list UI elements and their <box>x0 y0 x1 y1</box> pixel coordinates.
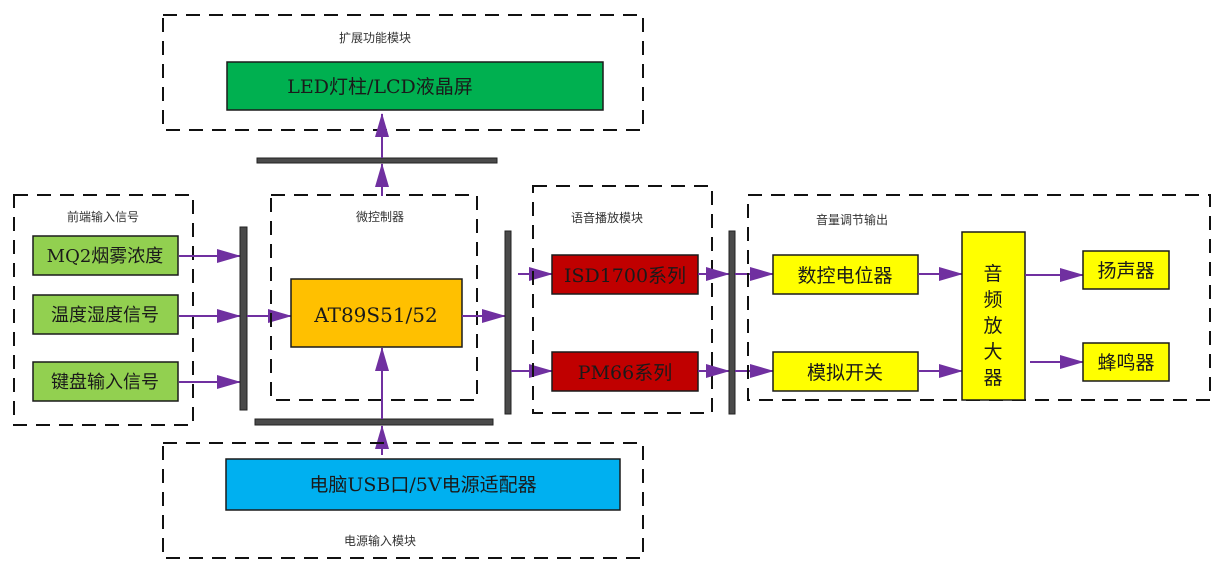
input-block-temp-humidity-label: 温度湿度信号 <box>51 305 159 326</box>
speaker-block <box>1082 250 1170 290</box>
voice-module: 语音播放模块 ISD1700系列 PM66系列 <box>532 185 713 414</box>
input-block-keyboard <box>32 361 179 402</box>
power-module: 电脑USB口/5V电源适配器 电源输入模块 <box>162 442 644 559</box>
voice-module-title: 语音播放模块 <box>571 210 643 225</box>
audio-amplifier-label-5: 器 <box>983 367 1002 389</box>
top-bus-bar <box>256 157 498 164</box>
mcu-chip-label: AT89S51/52 <box>313 303 437 327</box>
analog-switch-label: 模拟开关 <box>807 362 883 384</box>
power-module-border <box>162 442 644 559</box>
input-block-smoke <box>32 235 179 276</box>
display-block-label: LED灯柱/LCD液晶屏 <box>287 76 473 98</box>
buzzer-label: 蜂鸣器 <box>1097 352 1154 374</box>
audio-amplifier-label-2: 频 <box>983 289 1002 311</box>
display-block <box>226 61 604 111</box>
bottom-bus-bar <box>254 418 494 426</box>
voice-chip-isd1700 <box>551 254 699 295</box>
buzzer-block <box>1082 342 1170 382</box>
input-block-smoke-label: MQ2烟雾浓度 <box>47 246 164 267</box>
audio-amplifier-label-1: 音 <box>983 263 1002 285</box>
input-block-temp-humidity <box>32 294 179 335</box>
mcu-module-border <box>270 194 478 401</box>
left-bus-bar <box>239 226 248 411</box>
mcu-module: 微控制器 AT89S51/52 <box>270 194 478 401</box>
mid-bus-bar <box>504 230 512 415</box>
voice-module-border <box>532 185 713 414</box>
voice-chip-pm66 <box>551 351 699 392</box>
digital-potentiometer-label: 数控电位器 <box>797 265 892 287</box>
power-source-block <box>225 458 621 511</box>
input-block-keyboard-label: 键盘输入信号 <box>51 372 159 393</box>
audio-amplifier-label-3: 放 <box>983 315 1002 337</box>
mcu-module-title: 微控制器 <box>356 210 404 224</box>
power-module-title: 电源输入模块 <box>344 533 416 548</box>
digital-potentiometer-block <box>772 254 919 295</box>
voice-chip-pm66-label: PM66系列 <box>578 362 672 384</box>
extension-module-border <box>162 14 644 131</box>
power-source-label: 电脑USB口/5V电源适配器 <box>309 474 536 496</box>
audio-amplifier-label-4: 大 <box>983 341 1002 363</box>
voice-chip-isd1700-label: ISD1700系列 <box>564 265 686 287</box>
audio-amplifier-block <box>961 231 1026 401</box>
volume-module-title: 音量调节输出 <box>816 212 888 227</box>
speaker-label: 扬声器 <box>1097 260 1154 282</box>
extension-module-title: 扩展功能模块 <box>339 31 411 45</box>
frontend-module: 前端输入信号 MQ2烟雾浓度 温度湿度信号 键盘输入信号 <box>13 194 194 426</box>
extension-module: 扩展功能模块 LED灯柱/LCD液晶屏 <box>162 14 644 131</box>
frontend-module-border <box>13 194 194 426</box>
volume-module: 音量调节输出 数控电位器 模拟开关 音 频 放 大 器 扬声器 蜂鸣器 <box>747 194 1211 401</box>
frontend-module-title: 前端输入信号 <box>67 209 139 224</box>
right-bus-bar <box>728 230 736 415</box>
